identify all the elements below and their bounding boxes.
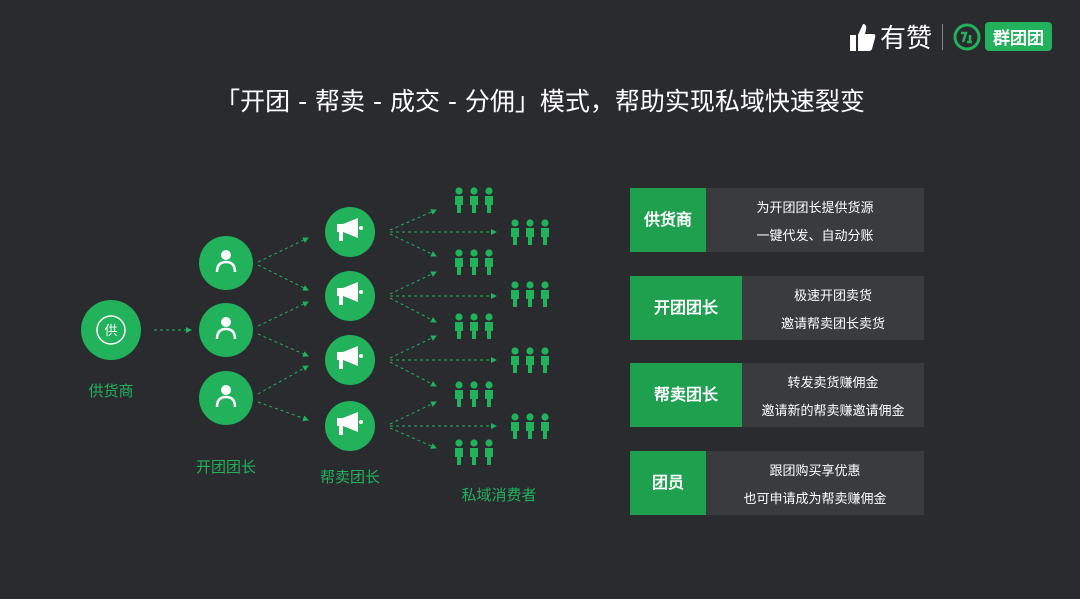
youzan-logo: 有赞 [849,18,932,55]
supplier-node: 供 [81,300,141,360]
leader-label: 开团团长 [195,458,256,476]
role-card-body: 转发卖货赚佣金 邀请新的帮卖赚邀请佣金 [742,363,924,427]
leader-node [199,371,253,425]
role-card-line: 邀请帮卖团长卖货 [780,316,885,332]
role-card-leader: 开团团长 极速开团卖货 邀请帮卖团长卖货 [630,276,924,340]
role-card-helper: 帮卖团长 转发卖货赚佣金 邀请新的帮卖赚邀请佣金 [630,363,924,427]
role-card-line: 邀请新的帮卖赚邀请佣金 [761,403,905,419]
flow-diagram: 供 [81,0,620,599]
role-card-line: 为开团团长提供货源 [756,200,874,216]
helper-node [325,207,375,257]
qtt-mark-icon [953,23,981,50]
page-title: 「开团 - 帮卖 - 成交 - 分佣」模式，帮助实现私域快速裂变 [215,87,865,116]
role-card-title: 团员 [630,451,706,515]
role-card-title: 帮卖团长 [630,363,742,427]
role-card-line: 也可申请成为帮卖赚佣金 [743,491,887,507]
supplier-label: 供货商 [88,382,134,400]
role-card-body: 跟团购买享优惠 也可申请成为帮卖赚佣金 [706,451,924,515]
role-card-line: 极速开团卖货 [793,288,872,304]
consumer-groups [455,187,549,465]
qtt-logo: 群团团 [953,22,1052,51]
leader-arrows [257,237,309,422]
consumer-label: 私域消费者 [461,486,537,504]
supplier-icon-text: 供 [104,324,117,339]
role-card-title: 开团团长 [630,276,742,340]
role-card-body: 极速开团卖货 邀请帮卖团长卖货 [742,276,924,340]
brand-logos: 有赞 群团团 [849,18,1052,55]
consumer-group-icon [455,187,493,213]
helper-node [325,401,375,451]
leader-node [199,303,253,357]
logo-divider [942,23,943,50]
role-card-line: 一键代发、自动分账 [756,228,874,244]
role-card-body: 为开团团长提供货源 一键代发、自动分账 [706,188,924,252]
consumer-group-icon [455,249,493,275]
role-card-member: 团员 跟团购买享优惠 也可申请成为帮卖赚佣金 [630,451,924,515]
helper-node [325,335,375,385]
role-card-line: 跟团购买享优惠 [769,463,861,479]
youzan-text: 有赞 [879,24,932,54]
qtt-text: 群团团 [985,22,1052,51]
consumer-group-icon [511,413,549,439]
consumer-group-icon [511,281,549,307]
helper-arrows [389,209,497,449]
role-card-supplier: 供货商 为开团团长提供货源 一键代发、自动分账 [630,188,924,252]
consumer-group-icon [455,439,493,465]
helper-node [325,271,375,321]
leader-node [199,236,253,290]
consumer-group-icon [511,347,549,373]
consumer-group-icon [455,313,493,339]
role-card-title: 供货商 [630,188,706,252]
helper-label: 帮卖团长 [319,468,380,486]
thumbs-up-icon [849,23,876,51]
consumer-group-icon [511,219,549,245]
role-card-line: 转发卖货赚佣金 [787,375,879,391]
consumer-group-icon [455,381,493,407]
